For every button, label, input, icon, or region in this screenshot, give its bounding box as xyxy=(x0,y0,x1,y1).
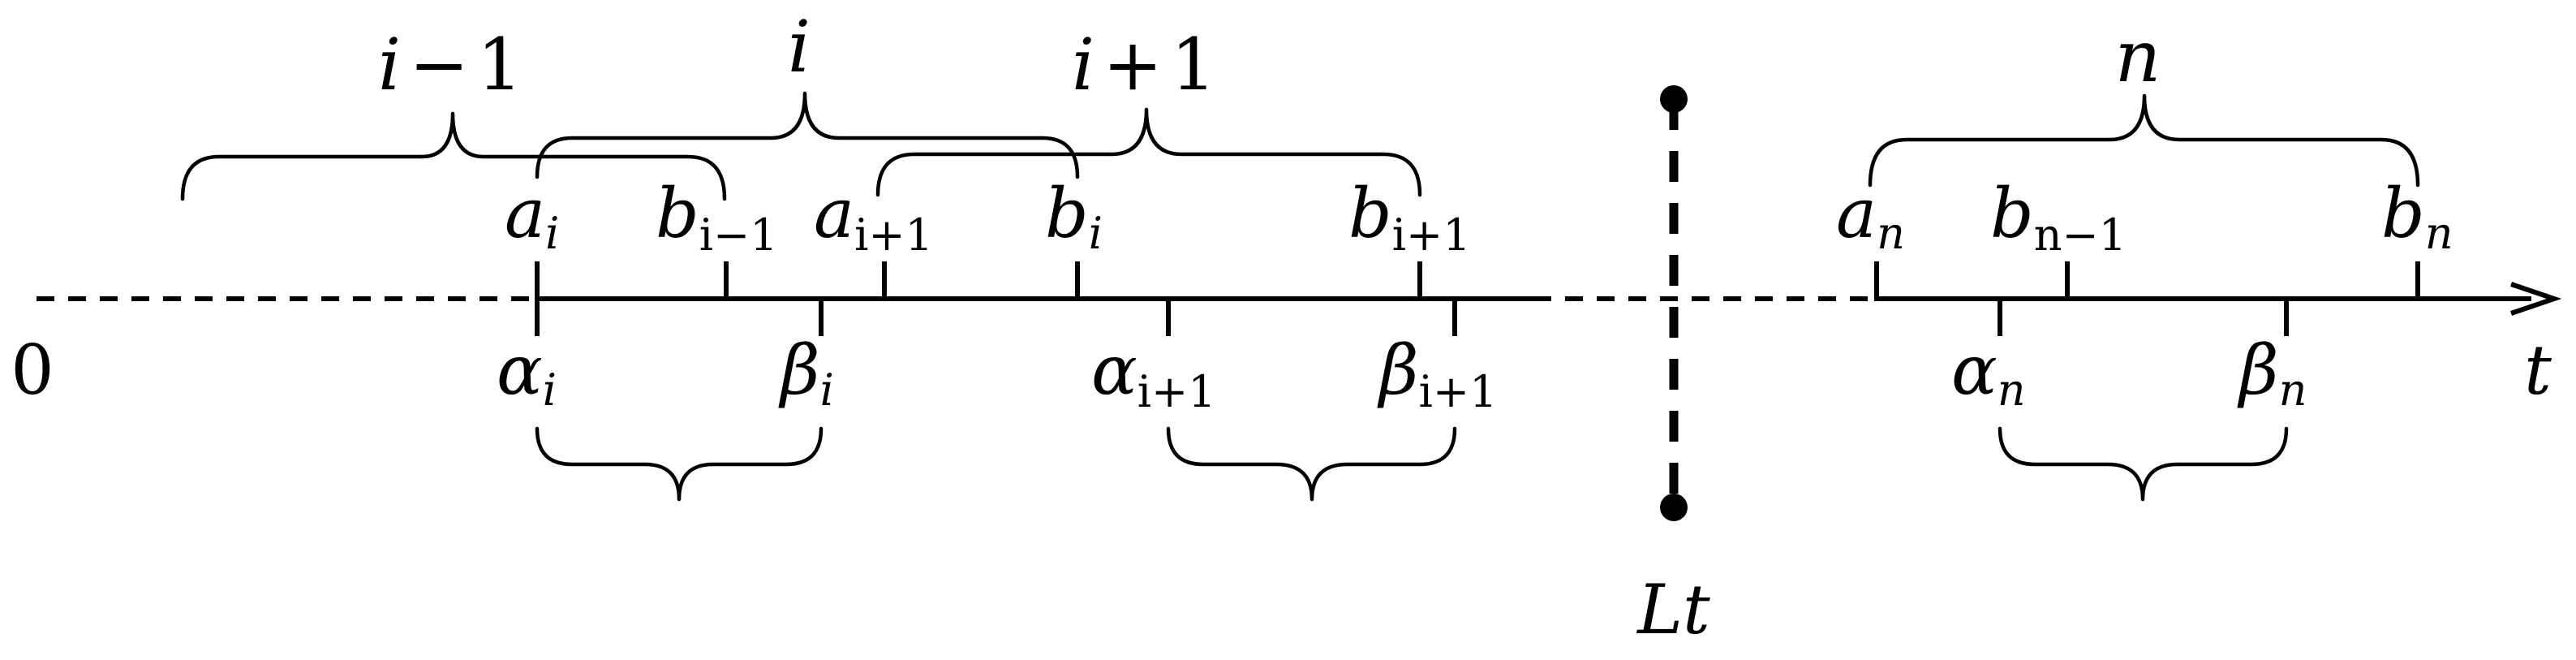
label-beta-i-plus-1: βi+1 xyxy=(1377,330,1497,417)
label-beta-i: βi xyxy=(778,330,834,416)
cut-bottom-dot-icon xyxy=(1660,494,1688,521)
brace-group-n xyxy=(1868,93,2420,188)
label-beta-n: βn xyxy=(2237,330,2307,416)
group-label-i-minus-1: i−1 xyxy=(378,23,523,106)
group-label-i-plus-1: i+1 xyxy=(1072,23,1216,106)
brace-alpha-beta-n xyxy=(1998,426,2289,502)
label-b-i: bi xyxy=(1045,174,1103,259)
label-b-i-plus-1: bi+1 xyxy=(1348,174,1471,261)
brace-group-i-minus-1 xyxy=(180,111,727,201)
brace-group-i xyxy=(535,91,1080,179)
brace-group-i-plus-1 xyxy=(875,107,1422,197)
label-b-i-minus-1: bi−1 xyxy=(656,174,778,261)
group-label-i: i xyxy=(788,5,811,88)
label-alpha-i-plus-1: αi+1 xyxy=(1091,330,1216,417)
group-label-n: n xyxy=(2115,15,2161,98)
brace-alpha-beta-i xyxy=(535,426,824,502)
label-b-n-minus-1: bn−1 xyxy=(1990,174,2127,261)
label-a-n: an xyxy=(1836,174,1905,259)
brace-alpha-beta-i-plus-1 xyxy=(1166,426,1457,502)
cut-label-lt: Lt xyxy=(1636,570,1710,649)
axis-label-t: t xyxy=(2524,330,2552,410)
label-alpha-n: αn xyxy=(1951,330,2026,416)
cut-top-dot-icon xyxy=(1660,85,1688,113)
label-a-i-plus-1: ai+1 xyxy=(814,174,933,261)
label-a-i: ai xyxy=(505,174,559,259)
origin-label: 0 xyxy=(11,330,54,410)
label-b-n: bn xyxy=(2381,174,2453,259)
label-alpha-i: αi xyxy=(497,330,557,416)
axis-arrow-icon xyxy=(2510,282,2562,316)
